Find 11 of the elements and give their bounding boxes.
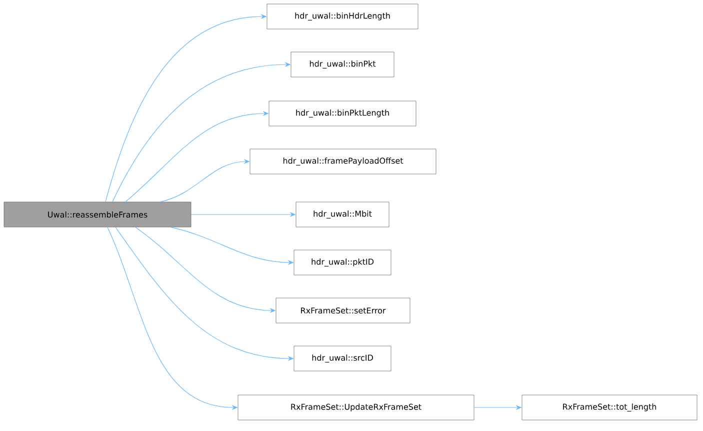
function-box: RxFrameSet::UpdateRxFrameSet [238,394,474,420]
function-box: Uwal::reassembleFrames [4,202,192,228]
function-box: hdr_uwal::binHdrLength [266,4,418,30]
function-box: RxFrameSet::tot_length [522,394,698,420]
function-box: hdr_uwal::pktID [294,250,392,276]
function-box: hdr_uwal::binPktLength [268,100,416,126]
function-box: hdr_uwal::framePayloadOffset [250,148,436,174]
function-box: hdr_uwal::Mbit [296,202,390,228]
function-box: hdr_uwal::binPkt [290,52,394,78]
function-box: RxFrameSet::setError [276,298,410,324]
function-box: hdr_uwal::srcID [294,346,392,372]
